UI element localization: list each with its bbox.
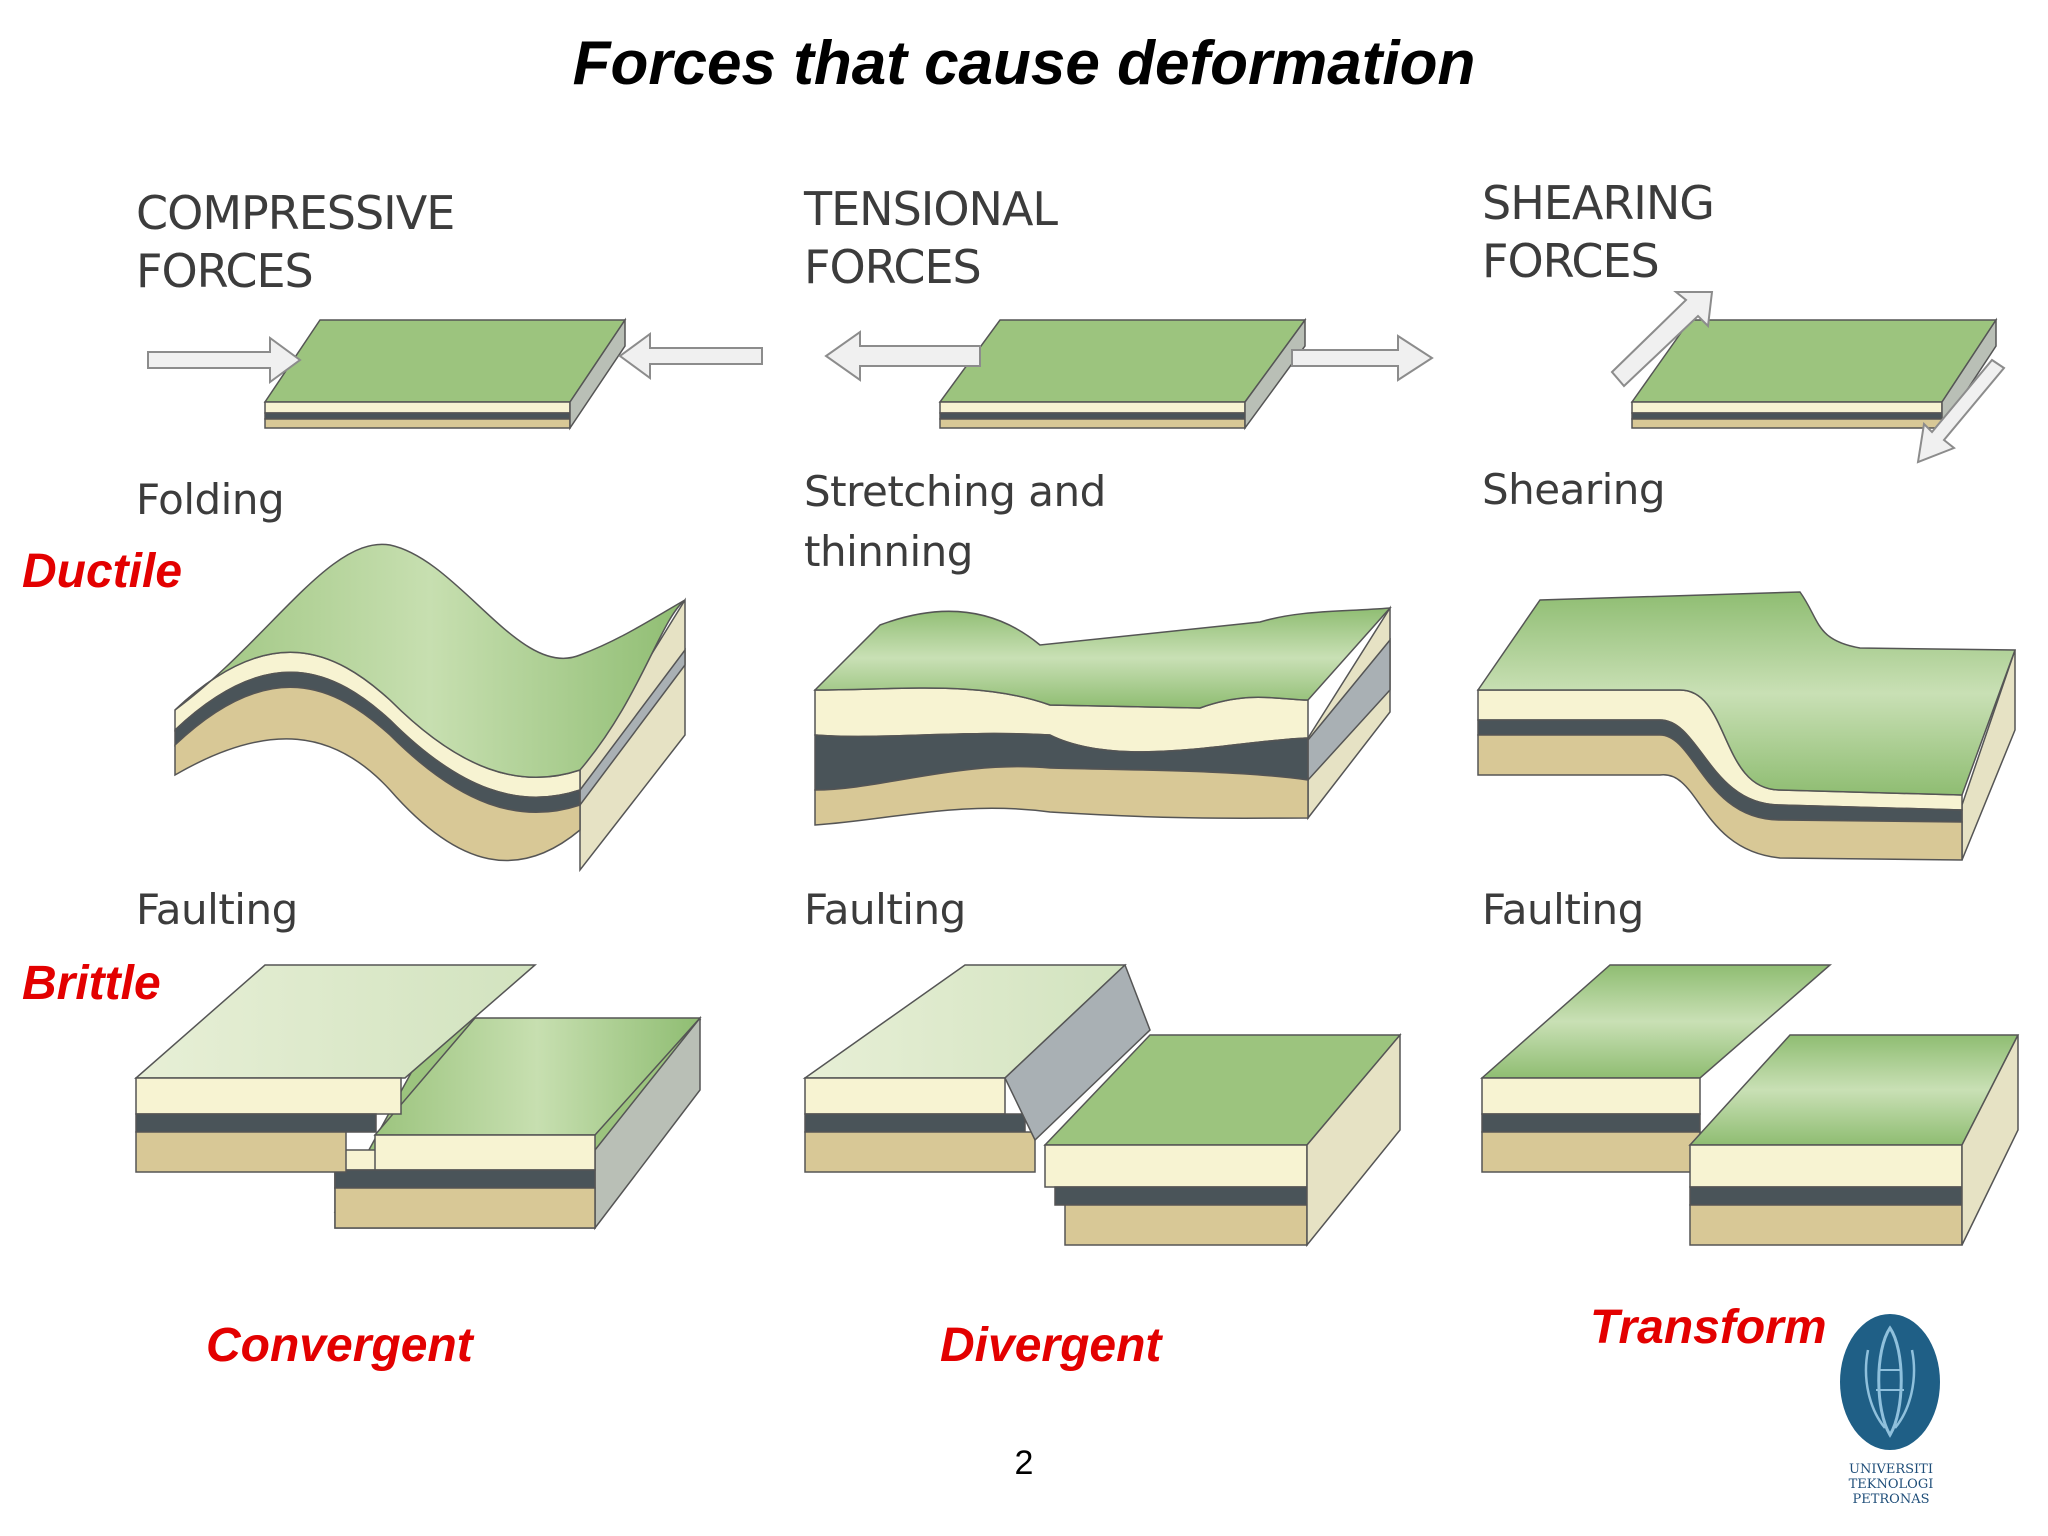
- compressive-arrow-right: [618, 332, 763, 380]
- shearing-block: [1630, 317, 1998, 431]
- page-number: 2: [1014, 1444, 1034, 1482]
- reverse-fault-block: [134, 964, 702, 1231]
- faulting-label-tensional: Faulting: [804, 885, 966, 934]
- folding-label-line1: Folding: [136, 475, 285, 524]
- tensional-block: [938, 317, 1307, 431]
- compressive-arrow-left: [147, 336, 302, 384]
- shearing-heading: SHEARING FORCES: [1482, 174, 1715, 290]
- shearing-arrow-up: [1610, 291, 1714, 388]
- stretching-label-line1: Stretching and: [804, 467, 1106, 516]
- shearing-label: Shearing: [1482, 460, 1666, 520]
- compressive-heading-line2: FORCES: [136, 244, 314, 298]
- shearing-arrow-down: [1916, 358, 2006, 464]
- compressive-heading-line1: COMPRESSIVE: [136, 186, 455, 240]
- stretching-block: [813, 605, 1392, 826]
- faulting-label-compressive: Faulting: [136, 885, 298, 934]
- tensional-heading: TENSIONAL FORCES: [804, 180, 1058, 296]
- transform-label: Transform: [1590, 1301, 1827, 1354]
- utp-logo-text: UNIVERSITI TEKNOLOGI PETRONAS: [1826, 1462, 1956, 1507]
- shearing-heading-line1: SHEARING: [1482, 176, 1715, 230]
- folding-label: Folding: [136, 470, 285, 530]
- strike-slip-fault-block: [1480, 964, 2020, 1246]
- ductile-label: Ductile: [22, 545, 183, 598]
- divergent-label: Divergent: [940, 1319, 1162, 1372]
- logo-line3: PETRONAS: [1852, 1492, 1930, 1507]
- convergent-label: Convergent: [206, 1319, 473, 1372]
- utp-logo: [1840, 1314, 1940, 1450]
- tensional-heading-line1: TENSIONAL: [804, 182, 1058, 236]
- stretching-label: Stretching and thinning: [804, 462, 1106, 582]
- tensional-arrow-right: [1291, 334, 1434, 382]
- stretching-label-line2: thinning: [804, 527, 973, 576]
- shearing-heading-line2: FORCES: [1482, 234, 1660, 288]
- faulting-label-shearing: Faulting: [1482, 885, 1644, 934]
- shearing-ductile-block: [1476, 591, 2017, 861]
- page-title: Forces that cause deformation: [572, 29, 1476, 98]
- tensional-heading-line2: FORCES: [804, 240, 982, 294]
- logo-line1: UNIVERSITI: [1849, 1462, 1933, 1477]
- compressive-heading: COMPRESSIVE FORCES: [136, 184, 455, 300]
- folding-block: [174, 543, 686, 873]
- shearing-label-line1: Shearing: [1482, 465, 1666, 514]
- logo-line2: TEKNOLOGI: [1848, 1477, 1934, 1492]
- brittle-label: Brittle: [22, 957, 161, 1010]
- tensional-arrow-left: [824, 330, 981, 382]
- normal-fault-block: [802, 963, 1402, 1248]
- compressive-block: [263, 317, 627, 431]
